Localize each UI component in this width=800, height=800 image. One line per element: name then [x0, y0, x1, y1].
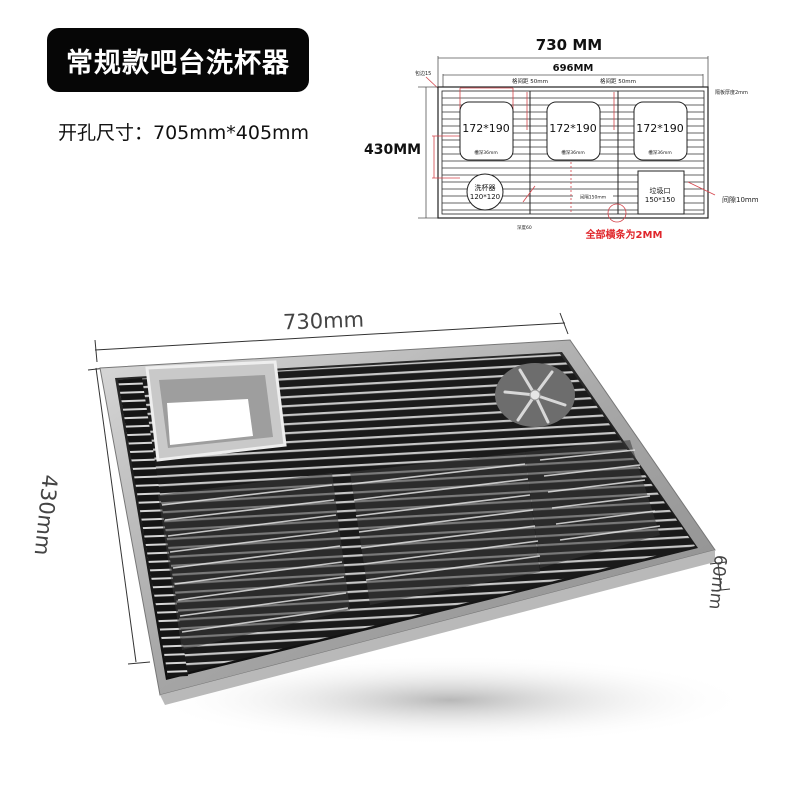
opening-size-text: 开孔尺寸：705mm*405mm — [58, 122, 310, 144]
svg-text:洗杯器: 洗杯器 — [475, 183, 496, 192]
depth-label: 深度60 — [517, 224, 532, 231]
overall-width-label: 730 MM — [536, 36, 602, 54]
rinser-circle: 洗杯器 120*120 — [466, 173, 504, 211]
gap-150-label: 间隔150mm — [580, 194, 606, 201]
edge-label: 包边15 — [415, 70, 431, 77]
dimension-lines — [87, 312, 731, 665]
slat-note: 全部横条为2MM — [585, 228, 663, 241]
photo-height-label: 430mm — [29, 473, 62, 557]
partition-label: 隔板厚度2mm — [715, 89, 748, 96]
trash-opening: 垃圾口 150*150 — [637, 170, 685, 215]
gap-10-label: 间隙10mm — [722, 195, 759, 204]
svg-text:槽深36mm: 槽深36mm — [648, 149, 672, 156]
slot-1: 172*190 槽深36mm — [459, 101, 514, 161]
technical-drawing: 730 MM 696MM 包边15 格间距 50mm 格间距 50mm 隔板厚度… — [360, 30, 790, 245]
product-photo — [70, 300, 790, 780]
photo-width-label: 730mm — [282, 307, 365, 335]
product-title: 常规款吧台洗杯器 — [66, 47, 290, 79]
svg-text:172*190: 172*190 — [636, 122, 684, 135]
svg-text:槽深36mm: 槽深36mm — [474, 149, 498, 156]
slot-3: 172*190 槽深36mm — [633, 101, 688, 161]
overall-height-label: 430MM — [364, 142, 421, 158]
svg-text:120*120: 120*120 — [470, 193, 500, 201]
svg-text:槽深36mm: 槽深36mm — [561, 149, 585, 156]
glass-rinser — [495, 363, 575, 427]
svg-text:172*190: 172*190 — [462, 122, 510, 135]
slot-2: 172*190 槽深36mm — [546, 101, 601, 161]
trash-funnel — [145, 360, 287, 462]
svg-text:垃圾口: 垃圾口 — [650, 186, 671, 195]
inner-width-label: 696MM — [553, 63, 594, 74]
svg-text:172*190: 172*190 — [549, 122, 597, 135]
gap-label-1: 格间距 50mm — [512, 77, 548, 85]
svg-text:150*150: 150*150 — [645, 196, 675, 204]
title-badge: 常规款吧台洗杯器 — [47, 28, 309, 92]
gap-label-2: 格间距 50mm — [600, 77, 636, 85]
